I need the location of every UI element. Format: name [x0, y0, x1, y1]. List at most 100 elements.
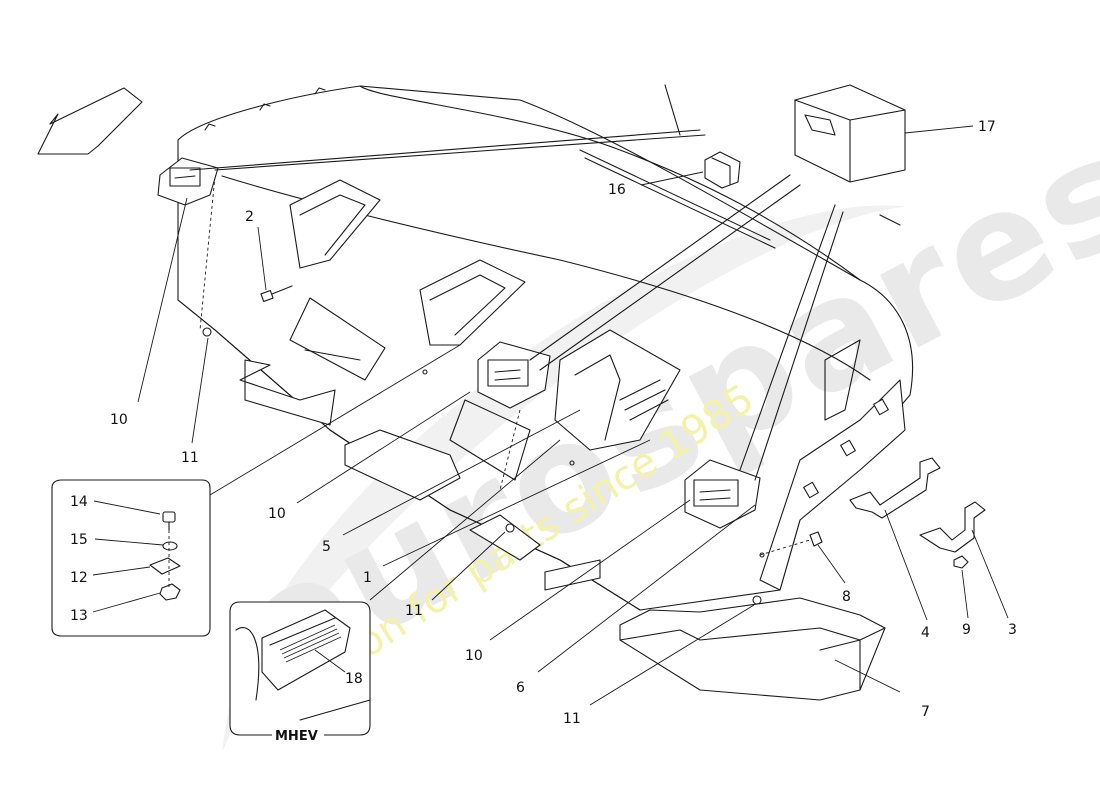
part-2-screw [260, 285, 293, 303]
belt-guide-left [157, 157, 219, 206]
console-box-inner [574, 354, 621, 441]
mat-step [819, 639, 861, 691]
belt-guide-right [684, 459, 761, 529]
mhev-floor [299, 699, 371, 721]
screw-head [260, 289, 274, 303]
floor-block-b [344, 429, 461, 501]
floor-block-c [469, 514, 541, 561]
part-14-bolt [162, 511, 176, 523]
dashed-line [199, 175, 216, 331]
mount-tab [803, 481, 819, 499]
part-16-clip [704, 151, 741, 189]
belt-strap [189, 129, 701, 171]
tab [314, 87, 326, 95]
clip-edges [711, 157, 731, 185]
part-8-clip [809, 531, 823, 547]
part-4-bracket [849, 457, 941, 519]
callout-16: 16 [608, 182, 626, 198]
callout-11: 11 [405, 603, 423, 619]
pocket-left-inner [299, 194, 366, 256]
dashed-line [759, 539, 811, 556]
mount-tab [873, 398, 889, 416]
belt-slot [487, 359, 529, 387]
callout-10: 10 [465, 648, 483, 664]
panel-a-line [304, 349, 361, 361]
hole-small [422, 369, 428, 375]
mat-edge [619, 627, 886, 641]
tab [259, 103, 271, 111]
direction-arrow [37, 87, 143, 155]
bracket-body [919, 501, 986, 553]
shelf-outline [177, 85, 914, 611]
mat-body [619, 597, 886, 701]
vent-grille [279, 624, 342, 663]
screw-shank [271, 285, 293, 295]
belt-slot-line [494, 369, 521, 381]
right-window [824, 339, 861, 421]
parcel-shelf [177, 85, 914, 611]
panel-b [449, 399, 531, 481]
callout-13: 13 [70, 608, 88, 624]
pocket-left [289, 179, 381, 269]
callout-1: 1 [363, 570, 372, 586]
belt-slot [693, 479, 739, 507]
belt-strap [879, 214, 901, 226]
belt-strap [214, 134, 706, 171]
callout-12: 12 [70, 570, 88, 586]
callout-10: 10 [268, 506, 286, 522]
hole-small [569, 460, 575, 466]
callout-18: 18 [345, 671, 363, 687]
mhev-left-detail [235, 627, 260, 701]
cover-slot [804, 114, 836, 136]
belt-strap [754, 211, 844, 481]
belt-strap [529, 174, 791, 361]
belt-strap [539, 184, 801, 371]
rear-rail [579, 149, 771, 241]
callout-17: 17 [978, 119, 996, 135]
vent-edge [269, 617, 336, 646]
callout-14: 14 [70, 494, 88, 510]
callout-10: 10 [110, 412, 128, 428]
part-9-nut [953, 555, 969, 569]
part-7-mat [619, 597, 886, 701]
callout-8: 8 [842, 589, 851, 605]
inset-label-bg [272, 727, 324, 743]
bracket-body [849, 457, 941, 519]
callout-6: 6 [516, 680, 525, 696]
clip-body [704, 151, 741, 189]
belt-strap [664, 84, 681, 136]
hole [505, 523, 515, 533]
hole [752, 595, 762, 605]
part-18-vent [261, 609, 351, 691]
callout-2: 2 [245, 209, 254, 225]
callout-11: 11 [181, 450, 199, 466]
panel-a [289, 297, 386, 381]
mount-tab [840, 439, 856, 457]
part-15-washer [162, 541, 178, 551]
belt-slot-line [699, 489, 731, 501]
cover-edges [794, 99, 906, 183]
callouts: 10 11 2 10 5 1 11 10 6 11 7 8 4 9 3 16 1… [70, 119, 1017, 727]
rear-rail-2 [584, 157, 776, 249]
floor-block-d [544, 559, 601, 591]
tab [204, 123, 216, 131]
callout-15: 15 [70, 532, 88, 548]
callout-9: 9 [962, 622, 971, 638]
callout-11: 11 [563, 711, 581, 727]
shelf-rear-edge [359, 85, 861, 281]
inset-mhev: MHEV [229, 601, 371, 744]
part-12-clip [149, 557, 181, 575]
leader-lines [92, 125, 1009, 706]
inset-label: MHEV [275, 729, 318, 744]
part-17-cover [794, 84, 906, 183]
console-vents [619, 379, 669, 421]
right-wing [759, 379, 906, 591]
inset-fasteners [51, 479, 211, 637]
pocket-center-inner [429, 274, 506, 336]
arrow-shape [37, 87, 143, 155]
part-3-bracket [919, 501, 986, 553]
callout-3: 3 [1008, 622, 1017, 638]
callout-7: 7 [921, 704, 930, 720]
part-13-nut [159, 583, 181, 601]
callout-4: 4 [921, 625, 930, 641]
